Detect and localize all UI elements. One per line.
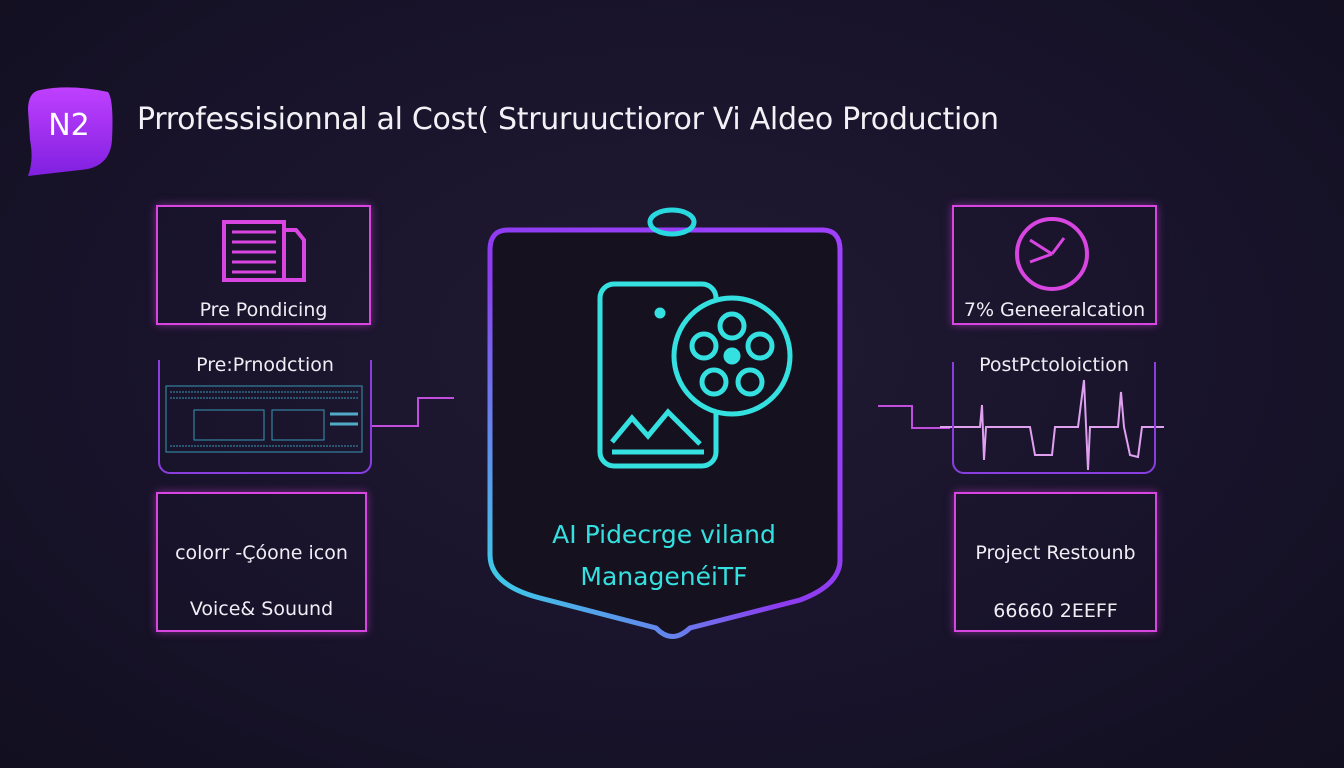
mobile-film-reel-icon [597,281,793,469]
center-line2: ManagenéiTF [580,562,748,591]
left-bottom-line1: colorr -Çóone icon [175,542,348,564]
right-top-label: 7% Geneeralcation [963,299,1146,321]
left-middle-label: Pre:Prnodction [196,354,334,376]
left-middle-box[interactable]: Pre:Prnodction [158,354,372,474]
shield-hanger [647,207,697,237]
connector-left [372,397,454,427]
right-bottom-box[interactable]: Project Restounb 66660 2EEFF [954,492,1157,632]
left-bottom-box[interactable]: colorr -Çóone icon Voice& Souund [156,492,367,632]
left-top-label: Pre Pondicing [199,299,328,321]
page-title: Prrofessisionnal al Cost( Struruuctioror… [137,102,999,137]
logo-badge [28,87,113,176]
right-bottom-line2: 66660 2EEFF [993,600,1118,622]
right-middle-label: PostPctoloiction [979,354,1129,376]
document-icon [222,220,306,282]
clock-icon [1015,217,1089,291]
screen-interface-thumbnail [165,385,363,453]
right-middle-box[interactable]: PostPctoloiction [952,354,1156,474]
right-bottom-line1: Project Restounb [975,542,1136,564]
left-bottom-line2: Voice& Souund [189,598,334,620]
left-top-box[interactable]: Pre Pondicing [156,205,371,325]
right-top-box[interactable]: 7% Geneeralcation [952,205,1157,325]
logo-text: N2 [48,108,90,143]
waveform [940,379,1164,471]
center-line1: AI Pidecrge viland [552,520,776,549]
connector-right [878,405,950,429]
